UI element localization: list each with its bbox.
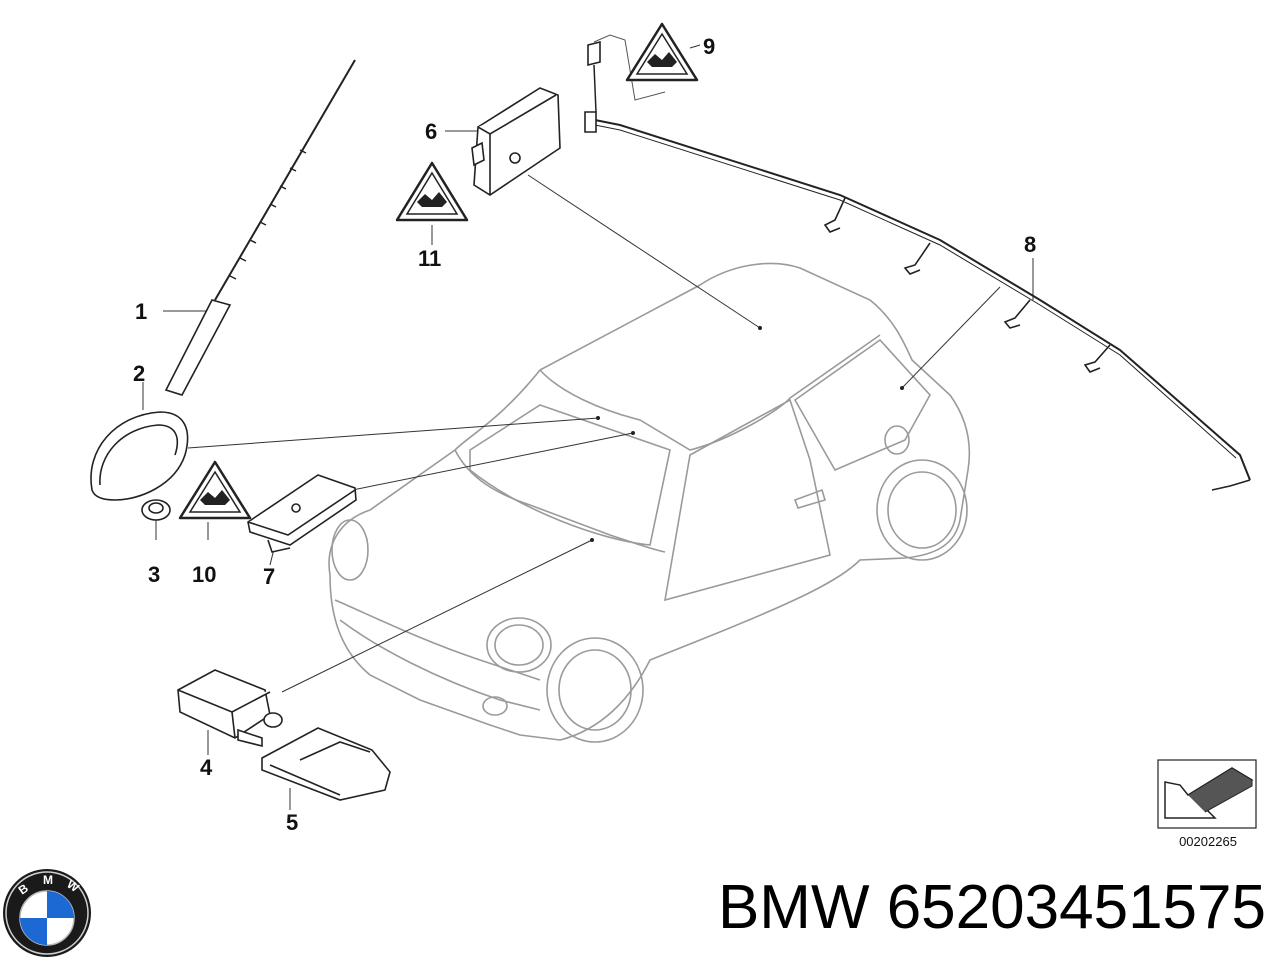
wiring-harness-part-8 xyxy=(584,111,1251,491)
part-caption: BMW 65203451575 xyxy=(717,873,1266,942)
antenna-base-part xyxy=(90,411,189,501)
callout-11: 11 xyxy=(418,246,441,271)
svg-text:M: M xyxy=(43,873,53,887)
callout-6: 6 xyxy=(425,119,437,144)
warning-label-9-icon xyxy=(625,22,699,82)
callout-10: 10 xyxy=(192,562,216,587)
callout-1: 1 xyxy=(135,299,147,324)
reference-box xyxy=(1157,759,1257,829)
reference-number: 00202265 xyxy=(1179,834,1237,849)
callout-9: 9 xyxy=(703,34,715,59)
module-part-7 xyxy=(247,474,357,553)
bmw-logo: B M W xyxy=(3,869,91,957)
car-outline xyxy=(328,262,971,743)
callout-labels: 1 2 3 4 5 6 7 8 9 10 11 xyxy=(133,34,1036,835)
warning-label-11-icon xyxy=(395,161,469,222)
callout-8: 8 xyxy=(1024,232,1036,257)
control-module-part-6 xyxy=(471,87,561,196)
rod-antenna-part xyxy=(164,59,356,396)
bracket-part-5 xyxy=(261,727,391,801)
callout-2: 2 xyxy=(133,361,145,386)
callout-5: 5 xyxy=(286,810,298,835)
amplifier-part-4 xyxy=(177,669,283,748)
callout-7: 7 xyxy=(263,564,275,589)
callout-4: 4 xyxy=(200,755,213,780)
grommet-part xyxy=(141,499,171,521)
connector-part-9 xyxy=(587,34,666,113)
callout-3: 3 xyxy=(148,562,160,587)
leader-lines xyxy=(142,44,1034,810)
warning-label-10-icon xyxy=(178,460,252,520)
